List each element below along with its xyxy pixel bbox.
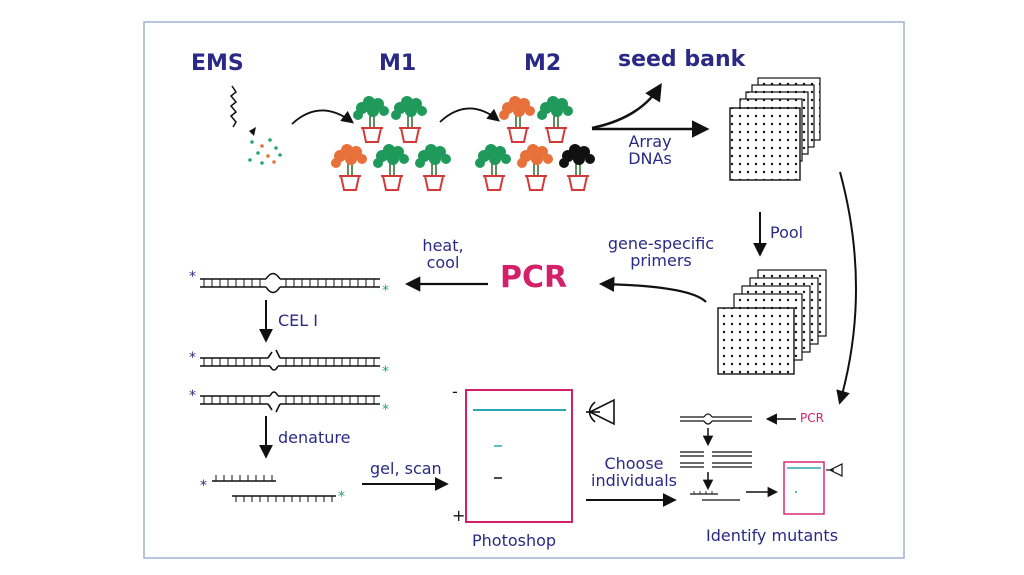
label-heat-cool: heat, cool (422, 236, 464, 272)
heteroduplex-dna (200, 272, 380, 294)
m2-plants (474, 95, 596, 191)
single-strand-fragments (212, 475, 336, 502)
mini-gel-image (783, 461, 825, 515)
label-star-blue-2: * (189, 350, 196, 366)
gel-image (465, 389, 573, 523)
label-star-green: * (382, 283, 389, 299)
label-gene-specific-primers: gene-specific primers (607, 234, 715, 270)
eye-icon (586, 398, 615, 426)
dna-array-plates-top (729, 77, 821, 181)
label-star-green-2: * (382, 364, 389, 380)
label-identify-mutants: Identify mutants (706, 526, 839, 545)
mutagen-seeds (248, 138, 282, 165)
label-seed-bank: seed bank (618, 47, 746, 72)
arrow-m1-to-m2 (439, 107, 500, 123)
label-star-green-3: * (382, 402, 389, 418)
cleaved-dna-2 (200, 391, 380, 413)
label-photoshop: Photoshop (472, 531, 557, 550)
arrow-primers-to-pcr (598, 276, 707, 303)
mini-gel-dot (795, 491, 797, 493)
label-star-green-4: * (338, 489, 345, 505)
label-array-dnas: Array DNAs (628, 132, 672, 168)
mutagen-arrowhead (249, 127, 256, 136)
arrow-direct-to-pcr (836, 171, 857, 405)
arrow-ems-to-m1 (291, 109, 355, 125)
label-star-blue-4: * (200, 478, 207, 494)
diagram-frame (143, 21, 905, 559)
cleaved-dna-1 (200, 349, 380, 371)
label-gel-plus: + (452, 506, 466, 525)
mutagen-squiggle (229, 85, 238, 128)
label-pool: Pool (770, 223, 804, 242)
mini-eye-icon (826, 463, 843, 477)
mini-cleaved (680, 451, 752, 468)
label-gel-minus: - (452, 382, 458, 401)
m1-plants (330, 95, 452, 191)
dna-pool-plates (717, 269, 827, 375)
label-ems: EMS (191, 51, 244, 76)
label-gel-scan: gel, scan (370, 459, 442, 478)
mini-single-strands (690, 491, 740, 501)
label-star-blue-3: * (189, 388, 196, 404)
label-denature: denature (278, 428, 351, 447)
label-pcr-small: PCR (800, 411, 824, 425)
label-choose-individuals: Choose individuals (591, 454, 677, 490)
label-star-blue: * (189, 269, 196, 285)
arrow-to-seed-bank (591, 83, 662, 130)
label-m1: M1 (379, 51, 417, 76)
label-cel1: CEL I (278, 311, 318, 330)
label-pcr-main: PCR (500, 260, 568, 295)
mini-heteroduplex (680, 413, 752, 425)
label-m2: M2 (524, 51, 562, 76)
